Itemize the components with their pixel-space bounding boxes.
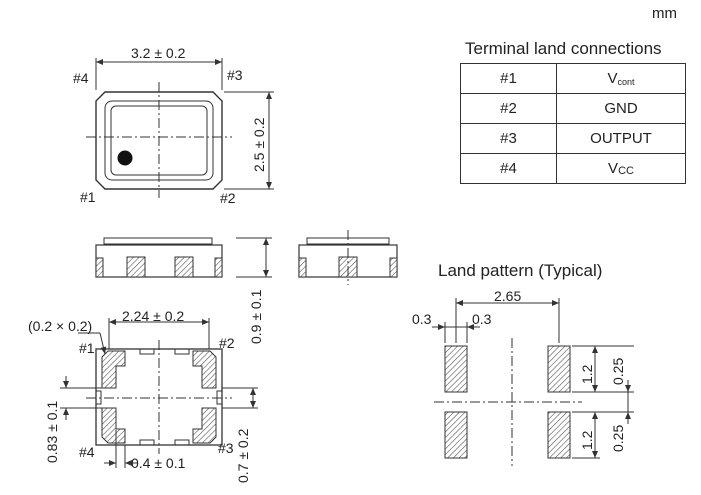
land-pattern-title: Land pattern (Typical) <box>438 261 603 280</box>
function-main: OUTPUT <box>590 130 652 147</box>
bottom-chamfer-dim: (0.2 × 0.2) <box>28 318 93 334</box>
function-main: GND <box>604 100 638 117</box>
bottom-pin4-label: #4 <box>79 444 95 460</box>
side-view-front <box>95 237 223 278</box>
side-view-end <box>298 230 398 285</box>
land-pad-width-right: 0.3 <box>472 311 492 327</box>
land-gap-bottom: 0.25 <box>610 424 626 452</box>
land-span-dim: 2.65 <box>494 288 522 304</box>
bottom-pin2-label: #2 <box>219 335 235 351</box>
function-sub: CC <box>618 165 634 177</box>
pin-cell: #3 <box>460 123 557 154</box>
top-pin2-label: #2 <box>220 190 236 206</box>
bottom-pad-height-dim: 0.83 ± 0.1 <box>44 400 60 463</box>
bottom-pin3-label: #3 <box>218 440 234 456</box>
function-main: V <box>607 70 618 87</box>
top-height-dim: 2.5 ± 0.2 <box>251 117 267 172</box>
table-row: #2 GND <box>460 93 686 124</box>
side-height-dim <box>236 237 272 278</box>
top-pin3-label: #3 <box>227 67 243 83</box>
land-pad-height-top: 1.2 <box>579 364 595 384</box>
terminal-table-title: Terminal land connections <box>465 39 662 58</box>
bottom-pad-width-dim: 0.4 ± 0.1 <box>131 455 186 471</box>
side-height-dim-label: 0.9 ± 0.1 <box>248 289 264 344</box>
function-cell: VCC <box>556 153 686 184</box>
bottom-pin1-label: #1 <box>79 340 95 356</box>
function-cell: GND <box>556 93 686 124</box>
function-cell: OUTPUT <box>556 123 686 154</box>
land-gap-top: 0.25 <box>610 357 626 385</box>
land-pad-width-left: 0.3 <box>412 311 432 327</box>
table-row: #4 VCC <box>460 153 686 184</box>
bottom-side-dim: 0.7 ± 0.2 <box>235 428 251 483</box>
bottom-pad-span-dim: 2.24 ± 0.2 <box>122 308 185 324</box>
top-pin4-label: #4 <box>73 70 89 86</box>
land-pad-height-bottom: 1.2 <box>579 430 595 450</box>
table-row: #3 OUTPUT <box>460 123 686 154</box>
function-sub: cont <box>617 77 635 87</box>
pin-cell: #2 <box>460 93 557 124</box>
function-main: V <box>608 160 619 177</box>
land-pattern <box>432 298 634 466</box>
top-width-dim: 3.2 ± 0.2 <box>131 45 186 61</box>
unit-label: mm <box>652 5 677 22</box>
pin1-marker <box>117 150 133 166</box>
top-pin1-label: #1 <box>80 189 96 205</box>
top-view <box>86 58 274 198</box>
terminal-table: #1 Vcont #2 GND #3 OUTPUT #4 VCC <box>460 63 686 184</box>
bottom-view <box>60 318 258 468</box>
